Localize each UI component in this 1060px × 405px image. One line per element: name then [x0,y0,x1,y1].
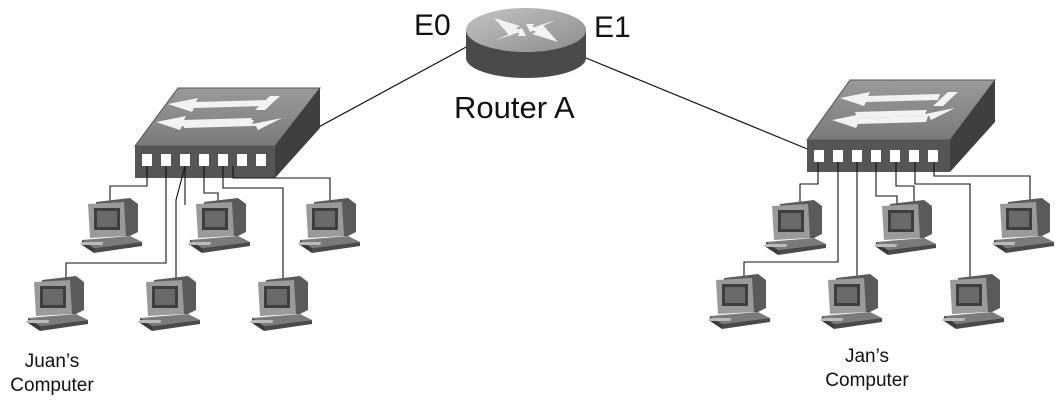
cables-right [743,162,1031,280]
switch-left [134,87,322,178]
computer-icon [188,198,250,253]
computer-icon [708,274,770,329]
computer-icon [298,198,360,253]
jans-computer-line1: Jan’s [844,346,889,367]
cables-left [65,165,331,283]
computer-icon [942,274,1004,329]
computer-icon [874,200,936,255]
interface-label-e1: E1 [594,11,631,44]
juans-computer-line1: Juan’s [24,351,80,372]
computer-icon [250,276,312,331]
switch-right [806,79,996,172]
computer-icon [138,276,200,331]
jans-computer-line2: Computer [825,370,909,391]
interface-label-e0: E0 [414,9,451,42]
router-a [466,8,586,78]
computer-icon [80,198,142,253]
link-e1 [585,57,823,156]
computer-icon [992,198,1054,253]
computer-icon [26,276,88,331]
router-icon [466,8,586,78]
juans-computer-line2: Computer [10,375,94,396]
router-label: Router A [454,90,575,125]
computer-icon [820,274,882,329]
computer-icon [764,200,826,255]
juans-computer-label: Juan’s Computer [0,350,104,398]
jans-computer-label: Jan’s Computer [812,345,922,393]
